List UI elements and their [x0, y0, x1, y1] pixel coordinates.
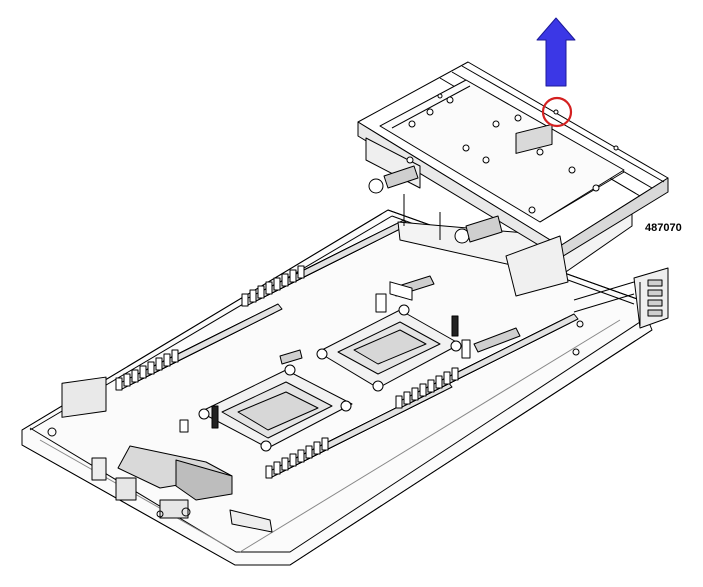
dimm-latch: [257, 285, 265, 299]
dimm-latch: [155, 357, 163, 371]
dimm-latch: [289, 453, 297, 467]
dimm-latch: [147, 361, 155, 375]
figure-id-label: 487070: [645, 222, 682, 234]
dimm-latch: [265, 281, 273, 295]
dimm-latch: [171, 349, 179, 363]
dimm-latch: [281, 273, 289, 287]
dimm-latch: [289, 269, 297, 283]
highlight-circle: [541, 96, 573, 128]
cpu-socket-rear: [316, 293, 471, 392]
dimm-latch: [297, 265, 305, 279]
dimm-latch: [435, 375, 443, 389]
dimm-latch: [273, 461, 281, 475]
dimm-latch: [313, 441, 321, 455]
dimm-latch: [411, 387, 419, 401]
dimm-bank-lower-right: [265, 381, 453, 479]
cpu-socket-front: [179, 364, 353, 452]
dimm-latch: [139, 365, 147, 379]
riser-cage: [357, 61, 669, 301]
lift-arrow: [536, 17, 576, 87]
dimm-latch: [451, 367, 459, 381]
dimm-latch: [395, 395, 403, 409]
dimm-latch: [419, 383, 427, 397]
dimm-latch: [115, 377, 123, 391]
dimm-latch: [249, 289, 257, 303]
dimm-bank-upper-right: [395, 313, 579, 409]
dimm-latch: [321, 437, 329, 451]
dimm-latch: [241, 293, 249, 307]
dimm-latch: [273, 277, 281, 291]
dimm-latch: [123, 373, 131, 387]
dimm-latch: [427, 379, 435, 393]
dimm-latch: [281, 457, 289, 471]
dimm-latch: [265, 465, 273, 479]
dimm-latch: [163, 353, 171, 367]
dimm-latch: [403, 391, 411, 405]
dimm-latch: [443, 371, 451, 385]
dimm-latch: [305, 445, 313, 459]
dimm-latch: [297, 449, 305, 463]
dimm-bank-lower-left: [115, 303, 283, 391]
dimm-latch: [131, 369, 139, 383]
rear-connector: [572, 267, 669, 356]
front-panel: [47, 376, 273, 533]
dimm-bank-upper-left: [241, 219, 409, 307]
